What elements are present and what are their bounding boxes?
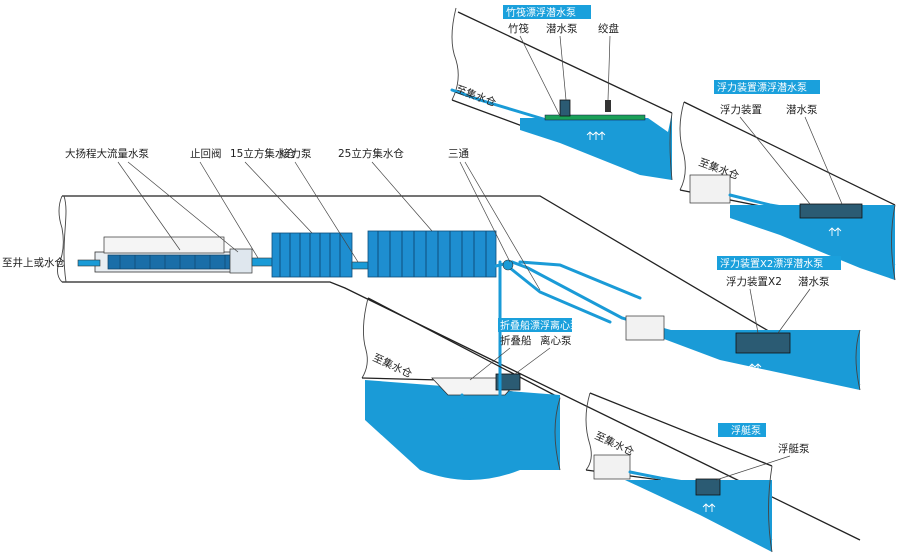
label-relay-pump: 接力泵 <box>280 147 312 160</box>
label-tank-25: 25立方集水仓 <box>338 147 404 160</box>
panel-bamboo: 竹筏漂浮潜水泵 竹筏 潜水泵 绞盘 至集水仓 <box>450 5 673 181</box>
label-bamboo-raft: 竹筏 <box>508 22 529 35</box>
float-device-pump <box>799 203 863 219</box>
to-sump-folding-boat: 至集水仓 <box>371 351 415 381</box>
label-folding-boat: 折叠船 <box>500 334 532 347</box>
to-sump-pontoon: 至集水仓 <box>593 429 637 459</box>
tag-pontoon-bg <box>718 423 766 437</box>
centrifugal-pump <box>495 373 521 391</box>
label-bamboo-pump: 潜水泵 <box>546 22 578 35</box>
tag-float-x2: 浮力装置X2漂浮潜水泵 <box>720 257 823 270</box>
tag-float-device: 浮力装置漂浮潜水泵 <box>717 81 807 94</box>
label-pontoon-pump: 浮艇泵 <box>778 442 810 455</box>
label-float-x2: 浮力装置X2 <box>726 275 782 288</box>
tank-25 <box>367 230 497 278</box>
relay-pump <box>351 261 369 270</box>
label-tee: 三通 <box>448 148 469 160</box>
label-centrifugal-pump: 离心泵 <box>540 334 572 347</box>
label-float-x2-pump: 潜水泵 <box>798 275 830 288</box>
label-tank-15: 15立方集水仓 <box>230 147 296 160</box>
winch <box>605 100 611 112</box>
label-float-device-pump: 潜水泵 <box>786 103 818 116</box>
label-check-valve: 止回阀 <box>190 147 222 160</box>
panel-float-device: 浮力装置漂浮潜水泵 浮力装置 潜水泵 至集水仓 <box>679 80 896 281</box>
tag-folding-boat: 折叠船漂浮离心泵 <box>500 319 580 332</box>
tee-joint <box>502 259 514 271</box>
tag-bamboo: 竹筏漂浮潜水泵 <box>506 6 576 19</box>
float-x2-pump <box>735 332 791 354</box>
to-sump-bamboo: 至集水仓 <box>454 83 498 110</box>
tank-15 <box>271 232 353 278</box>
label-bamboo-winch: 绞盘 <box>598 22 619 35</box>
exit-label: 至井上或水仓 <box>2 256 65 269</box>
pontoon-pump <box>695 478 721 496</box>
label-float-device: 浮力装置 <box>720 103 762 116</box>
big-pump <box>77 236 273 274</box>
label-big-pump: 大扬程大流量水泵 <box>65 147 149 160</box>
submersible-pump <box>559 99 571 117</box>
panel-pontoon: 浮艇泵 浮艇泵 至集水仓 <box>585 392 810 553</box>
main-labels: 至井上或水仓 大扬程大流量水泵 止回阀 15立方集水仓 接力泵 25立方集水仓 … <box>2 147 541 291</box>
tag-folding-boat-bg <box>498 318 572 332</box>
tag-bamboo-bg <box>503 5 591 19</box>
bamboo-raft <box>544 114 646 121</box>
tag-float-x2-bg <box>717 256 841 270</box>
tag-pontoon: 浮艇泵 <box>731 424 761 437</box>
main-tunnel <box>57 195 861 541</box>
tag-float-device-bg <box>714 80 820 94</box>
panel-folding-boat: 折叠船漂浮离心泵 折叠船 离心泵 至集水仓 <box>361 297 580 480</box>
panel-float-x2: 浮力装置X2漂浮潜水泵 浮力装置X2 潜水泵 <box>625 256 861 391</box>
